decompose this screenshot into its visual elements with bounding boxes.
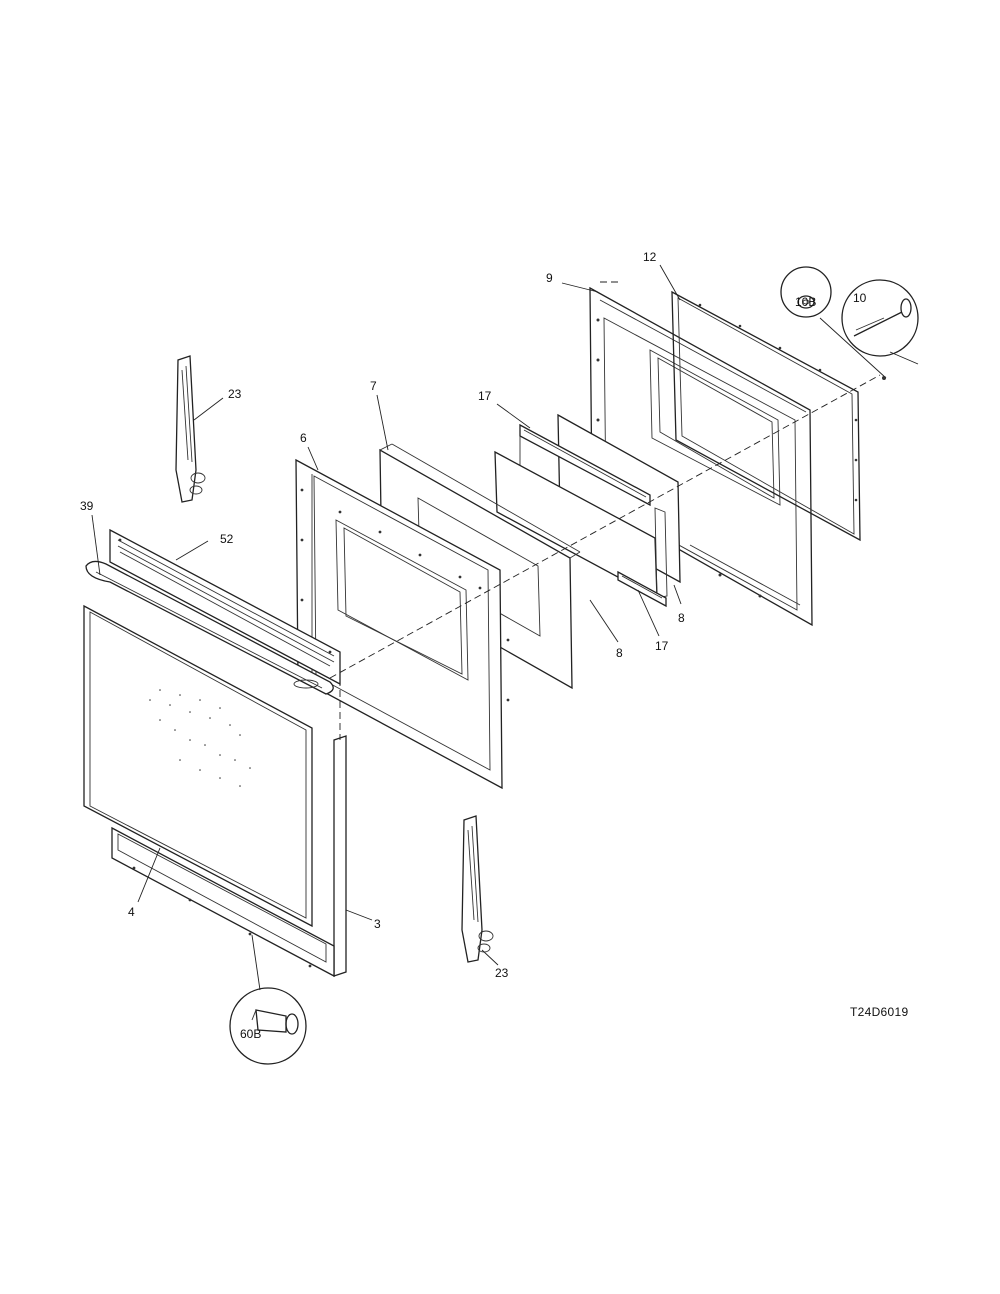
callout-12: 12 xyxy=(643,250,657,264)
callout-23-lower: 23 xyxy=(495,966,509,980)
callout-8-front: 8 xyxy=(616,646,623,660)
callout-52: 52 xyxy=(220,532,234,546)
part-10-screw-detail xyxy=(819,317,919,380)
part-23-hinge-lower xyxy=(461,815,494,963)
callout-8-rear: 8 xyxy=(678,611,685,625)
callout-39: 39 xyxy=(80,499,94,513)
callout-60b: 60B xyxy=(240,1027,261,1041)
callout-labels: 9 12 10B 10 17 7 6 23 39 52 8 17 8 4 3 2… xyxy=(80,250,908,1041)
callout-9: 9 xyxy=(546,271,553,285)
callout-17-top: 17 xyxy=(478,389,492,403)
part-39-door-handle xyxy=(85,560,334,695)
part-10b-washer-bubble xyxy=(780,266,832,318)
part-17-glass-retainer-bottom xyxy=(617,570,667,608)
part-23-hinge-upper xyxy=(175,355,206,503)
part-4-outer-door-panel xyxy=(83,604,313,928)
callout-7: 7 xyxy=(370,379,377,393)
callout-4: 4 xyxy=(128,905,135,919)
callout-3: 3 xyxy=(374,917,381,931)
part-10-screw-bubble xyxy=(841,279,919,357)
part-12-door-gasket xyxy=(671,290,861,542)
part-6-inner-door-frame xyxy=(295,458,510,790)
part-3-door-frame-trim xyxy=(111,735,347,978)
callout-23-upper: 23 xyxy=(228,387,242,401)
callout-10b: 10B xyxy=(795,295,816,309)
door-window-texture xyxy=(149,689,251,787)
leader-lines xyxy=(91,264,682,991)
part-60b-screw-bubble xyxy=(229,987,307,1065)
drawing-code: T24D6019 xyxy=(850,1005,908,1019)
callout-17-bottom: 17 xyxy=(655,639,669,653)
callout-10: 10 xyxy=(853,291,867,305)
callout-6: 6 xyxy=(300,431,307,445)
assembly-centerlines xyxy=(329,281,881,740)
